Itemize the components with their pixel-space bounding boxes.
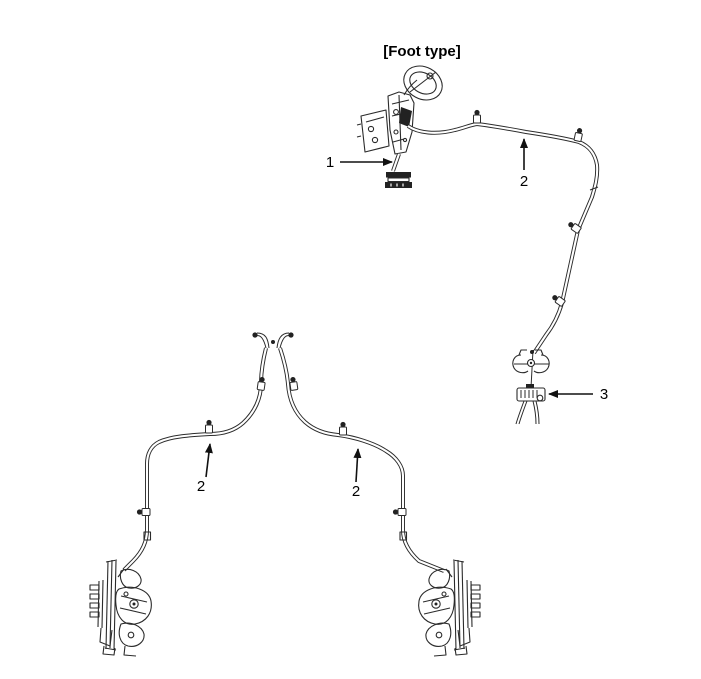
callout-2-rear-left-label: 2 bbox=[197, 478, 205, 495]
cable-end-connector-1 bbox=[385, 172, 412, 188]
cable-connector-3 bbox=[515, 384, 546, 425]
callout-2-rear-right: 2 bbox=[352, 448, 362, 500]
cable-end-tip bbox=[288, 332, 294, 338]
diagram-title: [Foot type] bbox=[383, 43, 460, 60]
cable-clip-icon bbox=[473, 109, 481, 124]
pedal-assembly bbox=[356, 65, 443, 188]
cable-fitting bbox=[399, 531, 408, 541]
rear-cable-right bbox=[271, 332, 445, 573]
callout-2-front: 2 bbox=[520, 138, 528, 190]
front-parking-cable bbox=[406, 122, 600, 389]
cable-end-tip bbox=[252, 332, 258, 338]
cable-clip-icon bbox=[392, 508, 407, 516]
callout-3: 3 bbox=[548, 386, 608, 403]
callout-2-rear-left: 2 bbox=[197, 443, 213, 495]
rear-left-brake bbox=[89, 559, 152, 657]
callout-1: 1 bbox=[326, 154, 393, 171]
callout-2-rear-left-arrow bbox=[204, 443, 213, 478]
callout-3-label: 3 bbox=[600, 386, 608, 403]
cable-joint-tick bbox=[589, 186, 599, 191]
rear-cable-left bbox=[122, 332, 270, 572]
callout-2-rear-right-arrow bbox=[353, 448, 362, 483]
cable-clip-icon bbox=[573, 126, 585, 143]
callout-2-rear-right-label: 2 bbox=[352, 483, 360, 500]
cable-clip-icon bbox=[339, 421, 347, 436]
cable-clip-icon bbox=[288, 376, 299, 391]
cable-anchor-fitting bbox=[399, 107, 412, 127]
cable-clip-icon bbox=[256, 376, 267, 391]
cable-clip-icon bbox=[136, 508, 151, 516]
rear-right-brake bbox=[418, 559, 481, 657]
cable-clip-icon bbox=[205, 419, 213, 434]
mounting-bracket bbox=[512, 349, 550, 374]
cable-fitting bbox=[143, 531, 152, 541]
callout-1-label: 1 bbox=[326, 154, 334, 171]
callout-2-front-label: 2 bbox=[520, 173, 528, 190]
